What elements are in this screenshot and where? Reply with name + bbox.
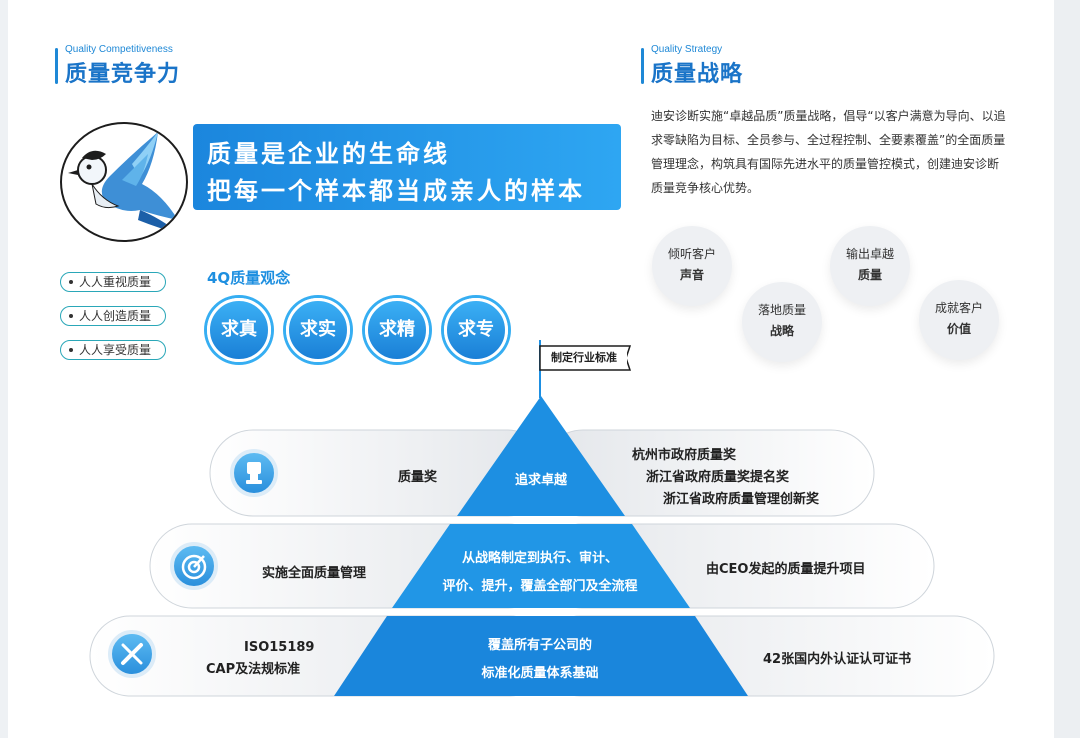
tier2-right-label: 由CEO发起的质量提升项目: [706, 562, 866, 577]
value-pill-label: 人人重视质量: [79, 275, 152, 289]
strategy-circle-line1: 倾听客户: [667, 247, 716, 261]
strategy-circle: 成就客户 价值: [919, 280, 999, 360]
slogan-line-1: 质量是企业的生命线: [207, 140, 450, 168]
tier2-left-label: 实施全面质量管理: [262, 566, 367, 581]
tier3-left-label: ISO15189: [244, 640, 315, 655]
strategy-circle: 落地质量 战略: [742, 282, 822, 362]
value-pill: 人人享受质量: [60, 340, 166, 360]
tier1-center-label: 追求卓越: [514, 473, 567, 488]
tier1-right-label: 杭州市政府质量奖: [632, 448, 737, 463]
tier3-center-label: 覆盖所有子公司的: [487, 638, 592, 653]
strategy-circle-line1: 成就客户: [934, 301, 983, 315]
tier2-trapezoid: [392, 524, 690, 608]
q4-title: 4Q质量观念: [207, 269, 291, 287]
strategy-circle-line1: 落地质量: [757, 303, 806, 317]
slogan-banner: 质量是企业的生命线 把每一个样本都当成亲人的样本: [193, 124, 621, 210]
strategy-description: 迪安诊断实施“卓越品质”质量战略，倡导“以客户满意为导向、以追求零缺陷为目标、全…: [651, 109, 1006, 195]
section-title-cn: 质量竞争力: [65, 62, 181, 87]
tier3-left-label: CAP及法规标准: [206, 662, 301, 677]
value-pill-label: 人人享受质量: [79, 343, 152, 357]
page-edge-left: [0, 0, 8, 738]
page-edge-right: [1054, 0, 1080, 738]
tier2-center-label: 评价、提升，覆盖全部门及全流程: [442, 579, 638, 594]
section-title-en: Quality Competitiveness: [65, 44, 173, 55]
target-icon: [170, 542, 218, 590]
tier2-center-label: 从战略制定到执行、审计、: [461, 551, 618, 566]
strategy-circle-line1: 输出卓越: [845, 247, 894, 261]
tier1-right-label: 浙江省政府质量奖提名奖: [646, 470, 790, 485]
section-title-cn: 质量战略: [651, 62, 744, 87]
q4-circle: 求实: [286, 298, 350, 362]
q4-circle: 求专: [444, 298, 508, 362]
slogan-line-2: 把每一个样本都当成亲人的样本: [207, 177, 585, 205]
value-pill: 人人创造质量: [60, 306, 166, 326]
q4-circle: 求真: [207, 298, 271, 362]
tier3-center-label: 标准化质量体系基础: [481, 666, 599, 681]
strategy-circle-line2: 声音: [679, 268, 704, 282]
tier1-left-label: 质量奖: [398, 470, 438, 485]
tools-icon: [108, 630, 156, 678]
tier3-right-label: 42张国内外认证认可证书: [763, 652, 912, 667]
award-icon: [230, 449, 278, 497]
bullet-dot: [69, 348, 73, 352]
value-pill: 人人重视质量: [60, 272, 166, 292]
section-title-en: Quality Strategy: [651, 44, 723, 55]
flag-label: 制定行业标准: [541, 348, 627, 368]
strategy-circle: 倾听客户 声音: [652, 226, 732, 306]
value-pill-label: 人人创造质量: [79, 309, 152, 323]
bullet-dot: [69, 280, 73, 284]
bird-icon: [68, 132, 180, 234]
tier1-triangle: [457, 396, 625, 516]
header-accent-bar: [641, 48, 644, 84]
q4-circle: 求精: [365, 298, 429, 362]
tier3-trapezoid: [334, 616, 748, 696]
strategy-circle-line2: 质量: [857, 268, 882, 282]
tier1-right-label: 浙江省政府质量管理创新奖: [663, 492, 820, 507]
bullet-dot: [69, 314, 73, 318]
bird-logo: [60, 122, 188, 242]
strategy-circle-line2: 价值: [946, 322, 971, 336]
strategy-circle-line2: 战略: [769, 324, 794, 338]
strategy-circle: 输出卓越 质量: [830, 226, 910, 306]
header-accent-bar: [55, 48, 58, 84]
